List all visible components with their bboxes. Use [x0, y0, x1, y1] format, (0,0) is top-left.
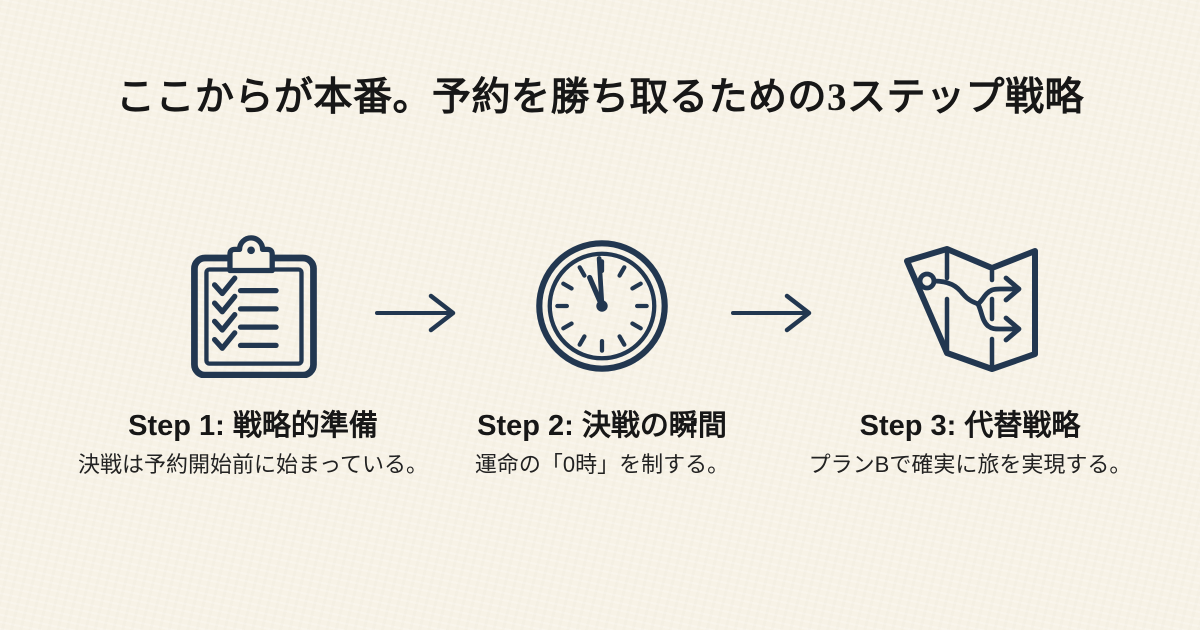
page-title: ここからが本番。予約を勝ち取るための3ステップ戦略 — [115, 76, 1084, 119]
step-2-description: 運命の「0時」を制する。 — [474, 452, 730, 478]
step-3-column: Step 3: 代替戦略 プランBで確実に旅を実現する。 — [785, 230, 1155, 480]
step-1-column: Step 1: 戦略的準備 決戦は予約開始前に始まっている。 — [68, 230, 438, 480]
arrow-right-icon — [731, 293, 812, 333]
step-1-label: Step 1: 戦略的準備 — [128, 410, 378, 442]
arrow-right-icon — [375, 293, 456, 333]
clipboard-checklist-icon — [68, 230, 438, 382]
step-2-label: Step 2: 決戦の瞬間 — [477, 410, 727, 442]
step-3-label: Step 3: 代替戦略 — [859, 410, 1081, 442]
step-1-description: 決戦は予約開始前に始まっている。 — [77, 452, 429, 478]
step-3-description: プランBで確実に旅を実現する。 — [808, 452, 1132, 478]
step-2-column: Step 2: 決戦の瞬間 運命の「0時」を制する。 — [417, 230, 787, 480]
map-route-icon — [785, 230, 1155, 382]
clock-icon — [417, 230, 787, 382]
